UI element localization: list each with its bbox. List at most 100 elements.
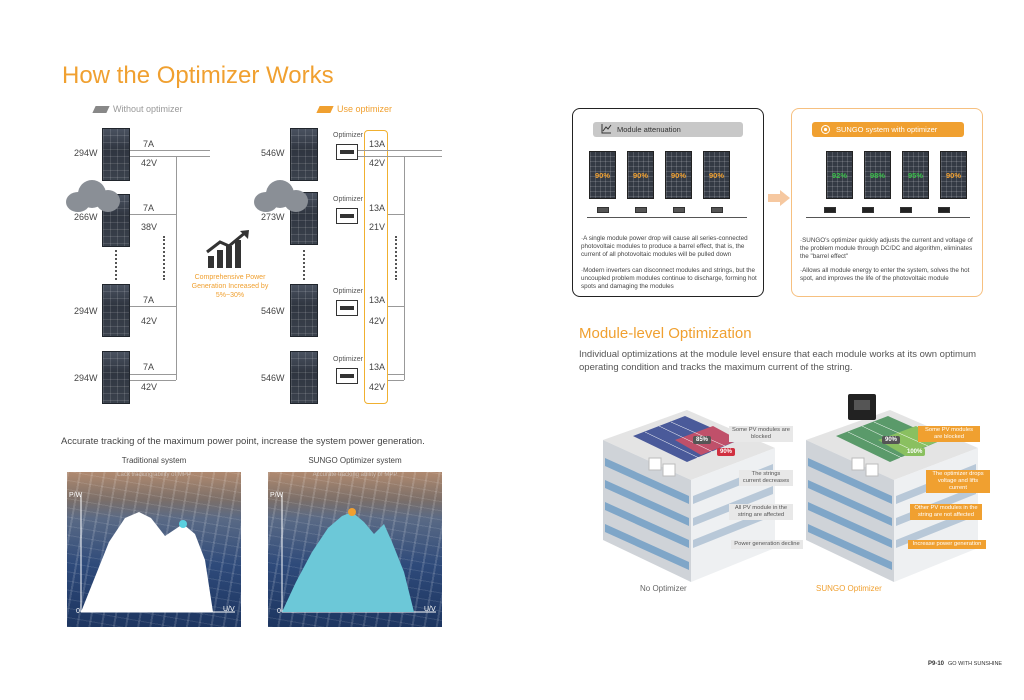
pv-module: [665, 151, 692, 199]
sun-icon: [820, 124, 831, 137]
footer: P9-10 GO WITH SUNSHINE: [928, 661, 1002, 667]
legend-without-label: Without optimizer: [113, 104, 183, 114]
module-percent: 90%: [670, 171, 686, 180]
watt-label: 546W: [261, 306, 285, 316]
voltage-label: 42V: [369, 382, 386, 392]
optimizer-device-icon: [336, 368, 358, 384]
module-percent: 95%: [907, 171, 923, 180]
voltage-label: 42V: [141, 158, 158, 168]
module-percent: 90%: [594, 171, 610, 180]
watt-label: 266W: [74, 212, 98, 222]
voltage-label: 42V: [141, 316, 158, 326]
watt-label: 546W: [261, 148, 285, 158]
module-level-body: Individual optimizations at the module l…: [579, 349, 977, 373]
current-label: 7A: [143, 295, 155, 305]
attenuation-header: Module attenuation: [593, 122, 743, 137]
current-label: 13A: [369, 139, 386, 149]
pv-module: [703, 151, 730, 199]
module-percent: 98%: [869, 171, 885, 180]
origin-label: 0: [277, 608, 281, 615]
voltage-label: 42V: [369, 316, 386, 326]
no-optimizer-label: No Optimizer: [640, 584, 687, 593]
callout-tag: Increase power generation: [908, 540, 986, 549]
current-label: 7A: [143, 362, 155, 372]
x-axis-label: U/V: [424, 606, 436, 613]
attenuation-text-1: ·A single module power drop will cause a…: [581, 235, 748, 258]
y-axis-label: P/W: [270, 492, 284, 499]
pv-module: [290, 128, 318, 181]
watt-label: 294W: [74, 373, 98, 383]
pv-module: [290, 284, 318, 337]
voltage-label: 38V: [141, 222, 158, 232]
pv-module: [864, 151, 891, 199]
optimizer-device-icon: [336, 144, 358, 160]
optimizer-device-icon: [336, 300, 358, 316]
building-no-optimizer: 85% 90% Some PV modules are blocked The …: [575, 400, 803, 590]
cloud-icon: [254, 180, 308, 212]
pv-module: [290, 351, 318, 404]
voltage-label: 42V: [369, 158, 386, 168]
module-percent: 90%: [945, 171, 961, 180]
page-number: P9-10: [928, 661, 945, 667]
legend-with-label: Use optimizer: [337, 104, 393, 114]
optimizer-label: Optimizer: [333, 132, 363, 139]
watt-label: 546W: [261, 373, 285, 383]
page-title: How the Optimizer Works: [62, 62, 334, 89]
brand-slogan: GO WITH SUNSHINE: [948, 661, 1003, 667]
pv-module: [627, 151, 654, 199]
tracking-text: Accurate tracking of the maximum power p…: [61, 436, 425, 447]
cloud-icon: [66, 180, 120, 212]
power-curve-area: [282, 512, 414, 612]
attenuation-header-label: Module attenuation: [617, 125, 681, 134]
voltage-label: 42V: [141, 382, 158, 392]
origin-label: 0: [76, 608, 80, 615]
module-percent-badge: 100%: [904, 448, 926, 456]
optimizer-output-highlight: [364, 130, 388, 404]
traditional-pv-chart: Lack tracking ability of MPP P/W U/V 0: [67, 472, 241, 627]
module-percent-badge: 90%: [717, 448, 736, 456]
optimizer-device-icon: [938, 207, 950, 213]
pv-module: [589, 151, 616, 199]
arrow-right-icon: [768, 190, 790, 211]
legend-with: Use optimizer: [316, 104, 393, 114]
module-percent: 90%: [632, 171, 648, 180]
mpp-overlay-text: Lack tracking ability of MPP: [117, 472, 191, 478]
chart-line-icon: [601, 124, 612, 136]
power-increase-caption: Comprehensive Power Generation Increased…: [191, 274, 269, 299]
building-sungo-optimizer: 90% 100% Some PV modules are blocked The…: [790, 392, 1018, 590]
current-label: 7A: [143, 139, 155, 149]
growth-chart-icon: [204, 228, 254, 270]
pv-module: [102, 351, 130, 404]
attenuation-text-2: ·Modern inverters can disconnect modules…: [581, 267, 757, 290]
watt-label: 294W: [74, 306, 98, 316]
module-percent: 92%: [831, 171, 847, 180]
mpp-overlay-text: Accurate tracking ability of MPP: [312, 472, 398, 478]
junction-box-icon: [673, 207, 685, 213]
callout-tag: The optimizer drops voltage and lifts cu…: [926, 470, 990, 493]
current-label: 13A: [369, 203, 386, 213]
junction-box-icon: [597, 207, 609, 213]
callout-tag: Power generation decline: [731, 540, 803, 549]
module-level-title: Module-level Optimization: [579, 325, 752, 342]
pv-module: [102, 284, 130, 337]
callout-tag: All PV module in the string are affected: [729, 504, 793, 520]
current-label: 13A: [369, 362, 386, 372]
y-axis-label: P/W: [69, 492, 83, 499]
optimizer-device-icon: [862, 207, 874, 213]
pv-module: [902, 151, 929, 199]
watt-label: 273W: [261, 212, 285, 222]
callout-tag: The strings current decreases: [739, 470, 793, 486]
callout-tag: Some PV modules are blocked: [729, 426, 793, 442]
x-axis-label: U/V: [223, 606, 235, 613]
pv-module: [826, 151, 853, 199]
pv-module: [940, 151, 967, 199]
current-label: 13A: [369, 295, 386, 305]
junction-box-icon: [711, 207, 723, 213]
optimizer-device-icon: [336, 208, 358, 224]
legend-swatch-orange: [316, 105, 334, 113]
sungo-text-1: ·SUNGO's optimizer quickly adjusts the c…: [800, 237, 973, 260]
optimizer-label: Optimizer: [333, 196, 363, 203]
sungo-header: SUNGO system with optimizer: [812, 122, 964, 137]
legend-without: Without optimizer: [92, 104, 183, 114]
chart-title-sungo: SUNGO Optimizer system: [308, 456, 402, 465]
